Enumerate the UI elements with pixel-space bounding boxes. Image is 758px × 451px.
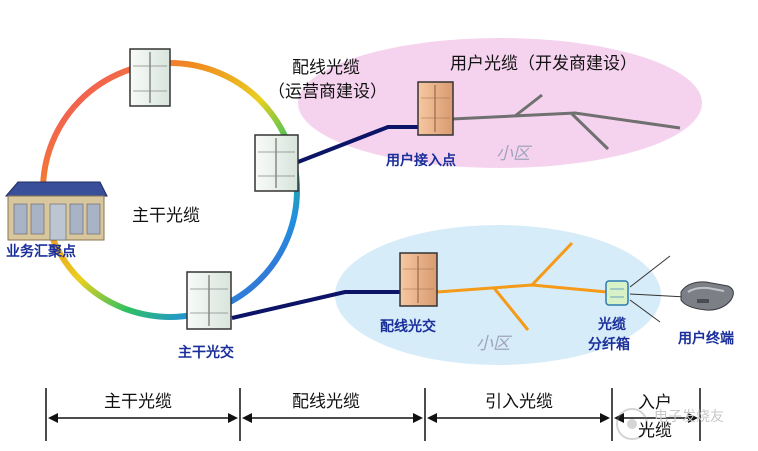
- entry-cables: [629, 255, 687, 323]
- splitter-box-label-line1: 光缆: [598, 317, 626, 333]
- distribution-cable-bottom: [231, 290, 402, 320]
- trunk-cabinet-right: [254, 134, 299, 192]
- aggregation-point-label: 业务汇聚点: [6, 244, 76, 260]
- watermark-text: 电子发烧友: [654, 409, 724, 425]
- splitter-box-label-line2: 分纤箱: [588, 337, 630, 353]
- zone-label-top: 小区: [496, 144, 530, 164]
- segment-bar: [45, 388, 701, 441]
- distribution-cable-title: 配线光缆: [292, 58, 360, 78]
- user-access-point-cabinet: [417, 81, 454, 136]
- distribution-cross-connect-cabinet: [399, 252, 438, 307]
- aggregation-building: [4, 181, 108, 241]
- segment-entry-label-line1: 入户: [638, 393, 672, 413]
- user-terminal-label: 用户终端: [678, 331, 734, 347]
- user-access-point-label: 用户接入点: [386, 153, 456, 169]
- segment-entry-label-line2: 光缆: [638, 421, 672, 441]
- user-cable-label: 用户光缆（开发商建设）: [450, 54, 637, 74]
- segment-drop-label: 引入光缆: [485, 392, 553, 412]
- user-terminal-device: [680, 281, 734, 311]
- drop-cable-tree: [436, 241, 608, 331]
- distribution-cable-operator: （运营商建设）: [268, 82, 387, 102]
- residential-zone-top: [298, 38, 702, 168]
- fiber-splitter-box: [605, 280, 629, 306]
- watermark-logo: [616, 408, 648, 440]
- segment-trunk-label: 主干光缆: [104, 392, 172, 412]
- trunk-cable-label: 主干光缆: [132, 206, 200, 226]
- trunk-cabinet-top: [129, 48, 171, 107]
- user-cable-tree: [451, 93, 681, 151]
- distribution-cross-connect-label: 配线光交: [380, 319, 436, 335]
- distribution-cable-top: [297, 125, 418, 164]
- segment-distribution-label: 配线光缆: [292, 392, 360, 412]
- trunk-cross-connect-label: 主干光交: [178, 345, 234, 361]
- trunk-cabinet-bottom: [186, 271, 232, 330]
- zone-label-bottom: 小区: [476, 334, 510, 354]
